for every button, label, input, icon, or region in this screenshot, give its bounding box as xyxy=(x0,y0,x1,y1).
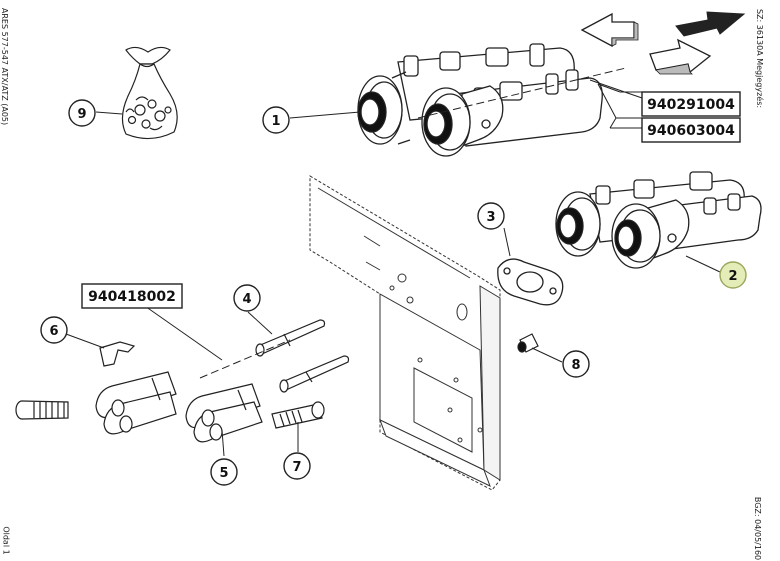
part-number-940603004: 940603004 xyxy=(647,123,735,139)
bolt-left xyxy=(15,400,69,420)
svg-text:7: 7 xyxy=(292,460,301,475)
master-cylinder-pair-upper xyxy=(357,43,603,157)
svg-text:9: 9 xyxy=(77,107,86,122)
arrow-back-icon[interactable] xyxy=(580,12,639,48)
hardware-bag xyxy=(121,46,178,140)
sleeve-insert xyxy=(517,333,539,353)
callout-3[interactable]: 3 xyxy=(477,202,505,230)
svg-text:3: 3 xyxy=(486,210,495,225)
arrow-down-icon[interactable] xyxy=(649,38,712,75)
clevis-pin-upper xyxy=(255,319,326,357)
callout-8[interactable]: 8 xyxy=(562,350,590,378)
part-number-box-940418002[interactable]: 940418002 xyxy=(81,283,183,309)
clevis-fork-left xyxy=(95,371,177,435)
master-cylinder-pair-lower xyxy=(555,171,762,269)
svg-text:1: 1 xyxy=(271,114,280,129)
svg-text:6: 6 xyxy=(49,324,58,339)
svg-text:2: 2 xyxy=(728,269,737,284)
callout-2[interactable]: 2 xyxy=(719,261,747,289)
part-number-box-940603004[interactable]: 940603004 xyxy=(641,117,741,143)
spring-clip xyxy=(99,341,136,367)
arrow-forward-icon[interactable] xyxy=(675,11,746,37)
gasket xyxy=(497,258,564,306)
callout-6[interactable]: 6 xyxy=(40,316,68,344)
callout-1[interactable]: 1 xyxy=(262,106,290,134)
callout-9[interactable]: 9 xyxy=(68,99,96,127)
part-number-940418002: 940418002 xyxy=(88,289,176,305)
leader-lines xyxy=(65,67,721,457)
part-number-940291004: 940291004 xyxy=(647,97,735,113)
callout-5[interactable]: 5 xyxy=(210,458,238,486)
callout-4[interactable]: 4 xyxy=(233,284,261,312)
clevis-pin-lower xyxy=(279,355,350,393)
svg-text:4: 4 xyxy=(242,292,251,307)
clevis-fork-right xyxy=(185,383,263,443)
mounting-plate xyxy=(309,175,501,491)
part-number-box-940291004[interactable]: 940291004 xyxy=(641,91,741,117)
svg-text:5: 5 xyxy=(219,466,228,481)
callout-7[interactable]: 7 xyxy=(283,452,311,480)
svg-text:8: 8 xyxy=(571,358,580,373)
bolt-right xyxy=(271,401,325,429)
